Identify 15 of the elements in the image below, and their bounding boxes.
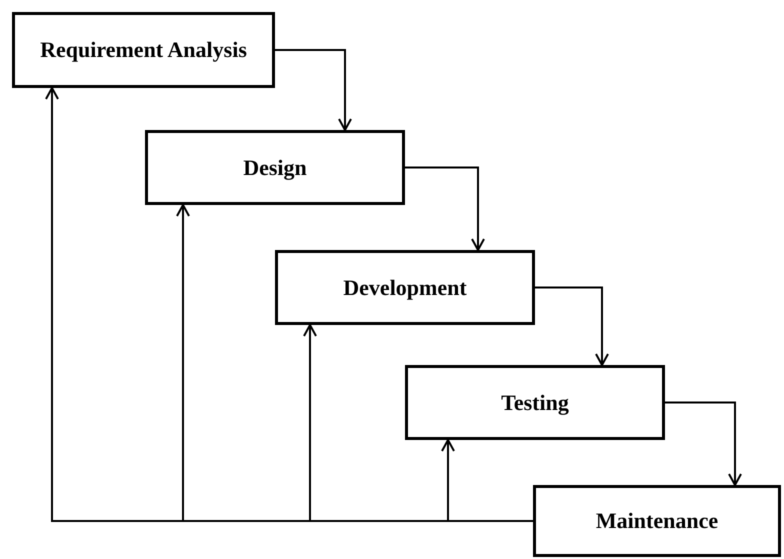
process-box: [145, 130, 405, 205]
arrow: [441, 439, 533, 522]
process-box: [12, 12, 275, 88]
process-box: [275, 250, 535, 325]
box-label: Testing: [500, 390, 570, 416]
arrow: [665, 402, 742, 486]
box-label: Development: [342, 274, 468, 300]
box-label: Requirement Analysis: [39, 37, 248, 63]
box-label: Design: [242, 154, 308, 180]
process-box: [533, 485, 781, 557]
arrow: [275, 49, 352, 131]
process-box: [405, 365, 665, 440]
box-label: Maintenance: [594, 508, 720, 534]
arrow: [405, 166, 485, 251]
arrow: [535, 286, 609, 366]
